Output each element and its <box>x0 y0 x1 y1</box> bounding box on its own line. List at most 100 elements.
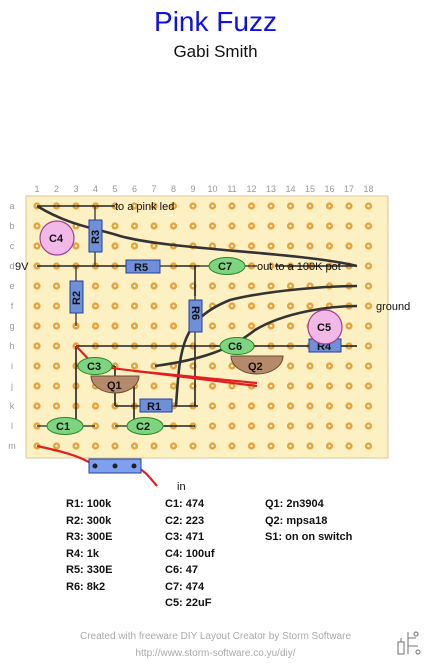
electrolytic-capacitors: C4 C5 <box>39 220 343 345</box>
board-hole <box>152 204 156 208</box>
board-hole <box>55 324 58 328</box>
bom-item: R6: 8k2 <box>66 580 106 593</box>
bom-item: R4: 1k <box>66 547 100 560</box>
resistor-r2-label: R2 <box>71 291 83 305</box>
label-out-pot: out to a 100K pot <box>257 261 341 273</box>
board-hole <box>113 324 117 328</box>
board-hole <box>269 424 273 428</box>
board-hole <box>328 204 331 208</box>
label-9v: 9V <box>15 261 29 273</box>
board-hole <box>269 404 273 408</box>
bom-item: C1: 474 <box>165 498 205 510</box>
board-hole <box>172 364 175 368</box>
board-hole <box>191 384 195 388</box>
capacitor-c3-label: C3 <box>87 361 101 373</box>
board-hole <box>74 444 78 448</box>
board-hole <box>347 424 351 428</box>
board-hole <box>191 284 195 288</box>
board-hole <box>289 444 292 448</box>
row-label: m <box>8 441 16 451</box>
board-hole <box>328 424 331 428</box>
footer-url[interactable]: http://www.storm-software.co.yu/diy/ <box>135 648 296 659</box>
column-label: 2 <box>54 184 59 194</box>
resistor-r6 <box>188 299 203 333</box>
board-hole <box>152 224 156 228</box>
board-hole <box>250 224 253 228</box>
board-hole <box>55 284 58 288</box>
board-hole <box>289 324 292 328</box>
capacitor-c5 <box>307 309 343 345</box>
board-hole <box>347 224 351 228</box>
board-hole <box>308 404 312 408</box>
bom-item: C7: 474 <box>165 580 205 593</box>
board-hole <box>250 284 253 288</box>
board-hole <box>94 284 97 288</box>
board-hole <box>367 304 370 308</box>
resistor-r6-label: R6 <box>189 306 201 320</box>
transistor-q2 <box>230 355 284 375</box>
row-label: f <box>11 301 14 311</box>
board-hole <box>211 384 214 388</box>
board-hole <box>152 364 156 368</box>
footer-credit: Created with freeware DIY Layout Creator… <box>79 631 352 642</box>
board-hole <box>230 444 234 448</box>
board-hole <box>347 404 351 408</box>
bom-column-resistors: R1: 100k R2: 300k R3: 300E R4: 1k R5: 33… <box>66 496 112 595</box>
board-hole <box>191 364 195 368</box>
transistor-q1 <box>90 375 140 394</box>
board-hole <box>289 224 292 228</box>
board-hole <box>211 424 214 428</box>
board-hole <box>35 384 39 388</box>
board-hole <box>347 204 351 208</box>
board-hole <box>35 324 39 328</box>
board-hole <box>269 444 273 448</box>
bom-item: S1: on on switch <box>265 531 353 543</box>
board-hole <box>367 244 370 248</box>
board-hole <box>133 204 136 208</box>
capacitor-c5-label: C5 <box>317 322 331 334</box>
board-hole <box>269 264 273 268</box>
row-label: e <box>9 281 14 291</box>
board-hole <box>211 444 214 448</box>
row-label: g <box>9 321 14 331</box>
board-hole <box>367 364 370 368</box>
board-hole <box>94 304 97 308</box>
label-input: in <box>177 481 186 493</box>
board-hole <box>328 404 331 408</box>
board-hole <box>250 404 253 408</box>
bom-item: R1: 100k <box>66 498 112 510</box>
author-name: Gabi Smith <box>173 42 258 61</box>
board-hole <box>133 224 136 228</box>
board-hole <box>230 384 234 388</box>
board-hole <box>328 364 331 368</box>
resistor-r2 <box>69 280 84 314</box>
bom-item: C2: 223 <box>165 514 205 527</box>
column-label: 14 <box>285 184 295 194</box>
page-title: Pink Fuzz <box>154 6 277 37</box>
board-hole <box>308 244 312 248</box>
board-hole <box>55 304 58 308</box>
board-hole <box>269 204 273 208</box>
board-hole <box>35 244 39 248</box>
row-label: l <box>11 421 13 431</box>
board-hole <box>152 324 156 328</box>
column-label: 3 <box>73 184 78 194</box>
column-label: 5 <box>112 184 117 194</box>
board-hole <box>211 324 214 328</box>
board-hole <box>250 424 253 428</box>
board-hole <box>230 424 234 428</box>
board-hole <box>308 284 312 288</box>
capacitor-c4-label: C4 <box>49 233 64 245</box>
board-hole <box>289 424 292 428</box>
resistor-r3 <box>88 219 103 253</box>
board-hole <box>152 304 156 308</box>
board-hole <box>133 284 136 288</box>
bom-item: Q2: mpsa18 <box>265 514 328 527</box>
board-hole <box>172 204 175 208</box>
bom-item: C5: 22uF <box>165 597 212 609</box>
board-hole <box>308 384 312 388</box>
board-hole <box>35 224 39 228</box>
board-hole <box>250 244 253 248</box>
board-hole <box>191 224 195 228</box>
capacitor-c1-label: C1 <box>56 421 70 433</box>
